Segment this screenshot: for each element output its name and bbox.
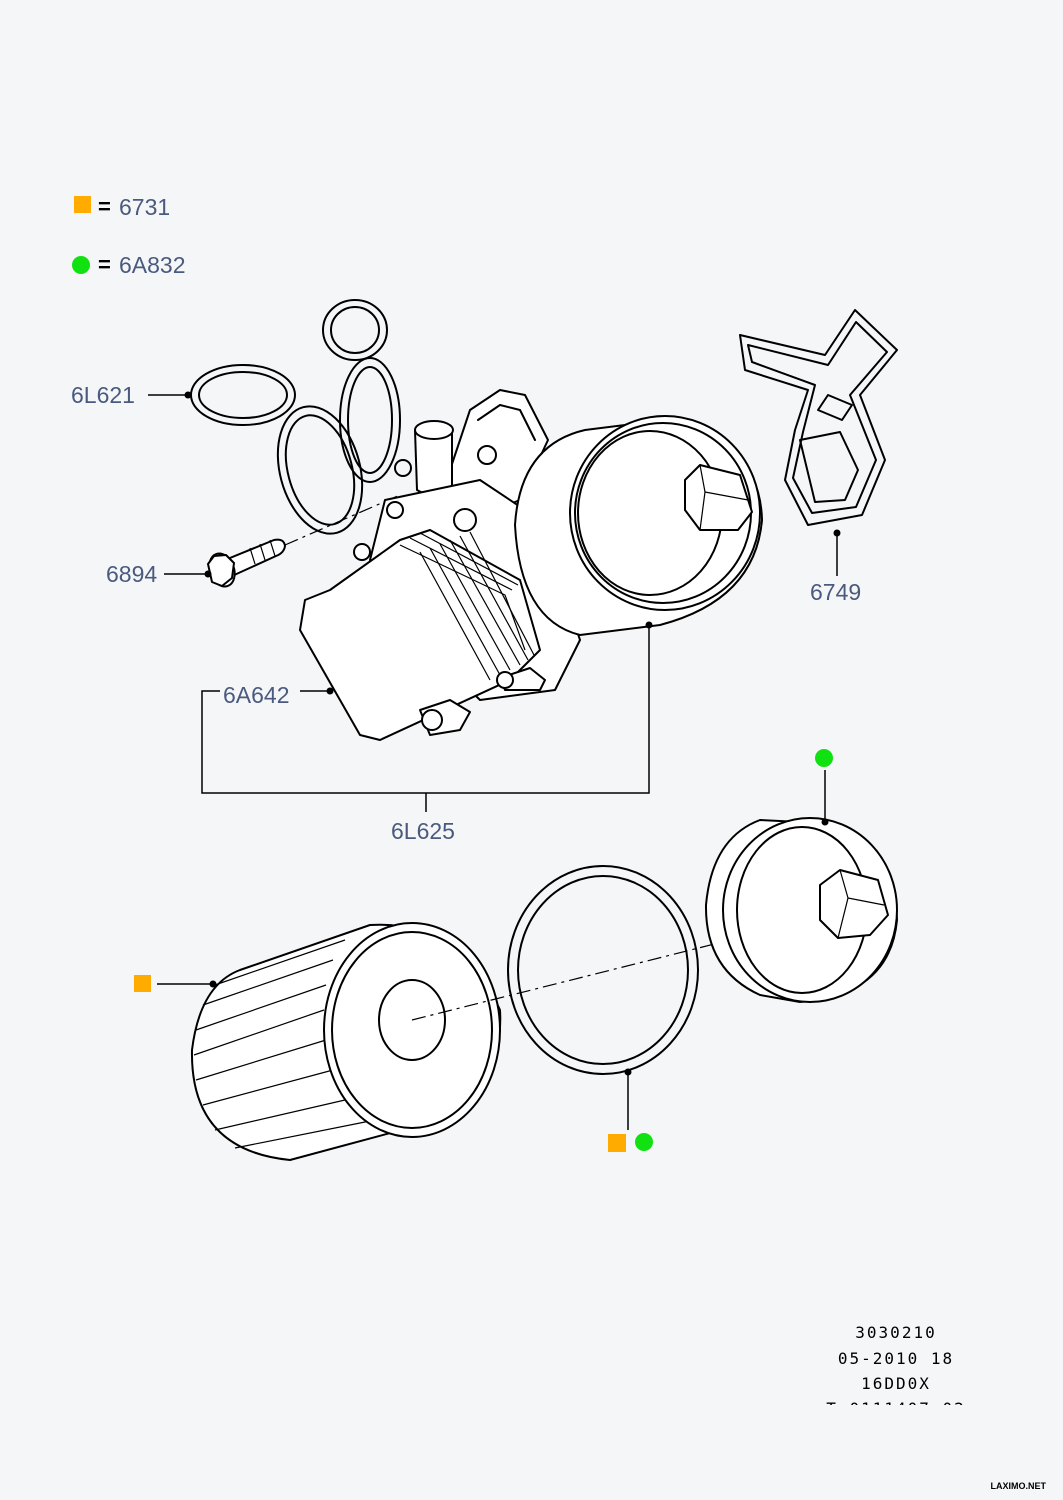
legend-equals-1: = <box>98 194 111 219</box>
orange-marker-oring[interactable] <box>608 1134 626 1152</box>
bolt-drawing <box>207 494 401 588</box>
label-6L621[interactable]: 6L621 <box>71 382 135 408</box>
gasket-rings-drawing <box>190 299 412 535</box>
footer-codes: 3030210 05-2010 18 16DD0X T-0111407-02 <box>820 1323 980 1420</box>
legend-part-6731[interactable]: 6731 <box>119 194 170 220</box>
orange-square-icon <box>74 196 91 213</box>
orange-marker-element[interactable] <box>134 975 151 992</box>
green-circle-icon <box>72 256 90 274</box>
legend: = 6731 = 6A832 <box>72 194 186 278</box>
legend-part-6A832[interactable]: 6A832 <box>119 252 186 278</box>
leader-lines <box>148 391 841 1130</box>
green-marker-oring[interactable] <box>635 1133 653 1151</box>
legend-equals-2: = <box>98 252 111 277</box>
label-6A642[interactable]: 6A642 <box>223 682 290 708</box>
housing-gasket-drawing <box>739 309 898 526</box>
filter-element-drawing <box>190 919 811 1161</box>
filter-housing-drawing <box>299 389 763 741</box>
footer-line-2: 05-2010 18 <box>838 1349 954 1368</box>
label-6894[interactable]: 6894 <box>106 561 157 587</box>
filter-cap-drawing <box>704 817 898 1003</box>
label-6L625[interactable]: 6L625 <box>391 818 455 844</box>
footer-line-1: 3030210 <box>855 1323 936 1342</box>
o-ring-drawing <box>507 865 699 1075</box>
footer-line-3: 16DD0X <box>861 1374 931 1393</box>
green-marker-cap[interactable] <box>815 749 833 767</box>
credit-text: LAXIMO.NET <box>991 1481 1047 1491</box>
label-6749[interactable]: 6749 <box>810 579 861 605</box>
